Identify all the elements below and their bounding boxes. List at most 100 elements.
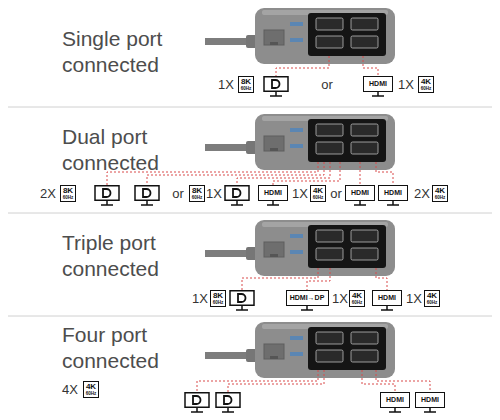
- resolution-badge: 4K60Hz: [424, 290, 440, 307]
- resolution-badge: 4K60Hz: [310, 185, 326, 202]
- usb-mark: [290, 144, 303, 148]
- port-logo-text: HDMI: [386, 396, 404, 404]
- resolution-badge: 4K60Hz: [432, 185, 448, 202]
- docking-station: [205, 322, 395, 378]
- refresh-rate-text: 60Hz: [435, 195, 446, 200]
- displayport-monitor: [185, 393, 209, 408]
- dock-body: [255, 8, 395, 64]
- video-port: [351, 36, 378, 48]
- section-title: Triple port connected: [62, 230, 187, 282]
- refresh-rate-text: 60Hz: [86, 391, 97, 396]
- section-title: Dual port connected: [62, 124, 187, 176]
- resolution-badge: 8K60Hz: [60, 185, 76, 202]
- displayport-monitor: [225, 186, 249, 201]
- refresh-rate-text: 60Hz: [63, 195, 74, 200]
- monitor-stand: [236, 306, 248, 310]
- port-wire: [362, 370, 395, 392]
- usb-mark: [290, 250, 303, 254]
- monitor-stand: [424, 408, 436, 412]
- displayport-logo: [143, 189, 151, 197]
- port-wire: [376, 268, 387, 290]
- port-wire: [197, 370, 318, 392]
- monitor-stand: [354, 201, 366, 205]
- usb-mark: [290, 352, 303, 356]
- or-label: or: [330, 186, 342, 201]
- usb-mark: [290, 22, 303, 26]
- hdmi-monitor-screen: HDMI: [258, 185, 288, 201]
- resolution-text: 4K: [313, 187, 323, 195]
- port-logo-text: HDMI: [421, 396, 439, 404]
- usb-mark: [290, 38, 303, 42]
- dock-body: [255, 322, 395, 378]
- video-port: [316, 18, 343, 30]
- video-port: [351, 230, 378, 242]
- docking-station: [205, 220, 395, 276]
- port-wire: [363, 56, 378, 76]
- video-port: [351, 248, 378, 260]
- docking-station: [205, 8, 395, 64]
- resolution-text: 8K: [63, 187, 73, 195]
- monitor-stand: [387, 201, 399, 205]
- count-label: 1X: [218, 77, 234, 92]
- resolution-badge: 8K60Hz: [189, 185, 205, 202]
- refresh-rate-text: 60Hz: [241, 86, 252, 91]
- ethernet-port: [264, 344, 284, 359]
- section-title: Single port connected: [62, 26, 187, 78]
- monitor-screen: [135, 186, 159, 201]
- displayport-logo: [224, 396, 232, 404]
- port-wire: [273, 162, 340, 185]
- port-panel: [308, 119, 386, 162]
- hdmi-monitor-screen: HDMI→DP: [286, 290, 329, 306]
- displayport-monitor: [264, 77, 288, 92]
- port-logo-text: HDMI: [378, 294, 396, 302]
- count-label: 2X: [40, 186, 56, 201]
- port-wire: [376, 370, 430, 392]
- count-label: 4X: [62, 382, 78, 397]
- video-port: [316, 124, 343, 136]
- video-port: [316, 142, 343, 154]
- monitor-screen: [95, 186, 119, 201]
- resolution-text: 8K: [192, 187, 202, 195]
- resolution-text: 8K: [241, 78, 251, 86]
- monitor-screen: [216, 393, 240, 408]
- displayport-logo: [233, 189, 241, 197]
- ethernet-notch: [270, 356, 278, 359]
- section-divider: [8, 213, 492, 214]
- monitor-stand: [301, 306, 313, 310]
- video-port: [351, 124, 378, 136]
- count-label: 1X: [206, 186, 222, 201]
- monitor-stand: [372, 92, 384, 96]
- port-panel: [308, 327, 386, 370]
- count-label: 1X: [406, 291, 422, 306]
- hdmi-monitor-screen: HDMI: [345, 185, 375, 201]
- ethernet-port: [264, 136, 284, 151]
- port-logo-text: HDMI: [351, 189, 369, 197]
- port-logo-text: HDMI→DP: [290, 294, 325, 302]
- refresh-rate-text: 60Hz: [421, 86, 432, 91]
- displayport-monitor: [95, 186, 119, 201]
- refresh-rate-text: 60Hz: [213, 300, 224, 305]
- video-port: [351, 18, 378, 30]
- or-label: or: [172, 186, 184, 201]
- or-label: or: [321, 77, 333, 92]
- section-title: Four port connected: [62, 322, 187, 374]
- hdmi-monitor-screen: HDMI: [380, 392, 410, 408]
- port-panel: [308, 225, 386, 268]
- monitor-stand: [141, 201, 153, 205]
- monitor-stand: [270, 92, 282, 96]
- monitor-stand: [381, 306, 393, 310]
- hdmi-monitor-screen: HDMI: [415, 392, 445, 408]
- displayport-logo: [103, 189, 111, 197]
- displayport-monitor: [230, 291, 254, 306]
- refresh-rate-text: 60Hz: [352, 300, 363, 305]
- monitor-stand: [191, 408, 203, 412]
- video-port: [316, 230, 343, 242]
- port-logo-text: HDMI: [264, 189, 282, 197]
- port-wire: [228, 370, 324, 392]
- monitor-screen: [225, 186, 249, 201]
- resolution-text: 4K: [86, 383, 96, 391]
- video-port: [316, 248, 343, 260]
- port-wire: [237, 162, 330, 185]
- resolution-text: 4K: [435, 187, 445, 195]
- refresh-rate-text: 60Hz: [427, 300, 438, 305]
